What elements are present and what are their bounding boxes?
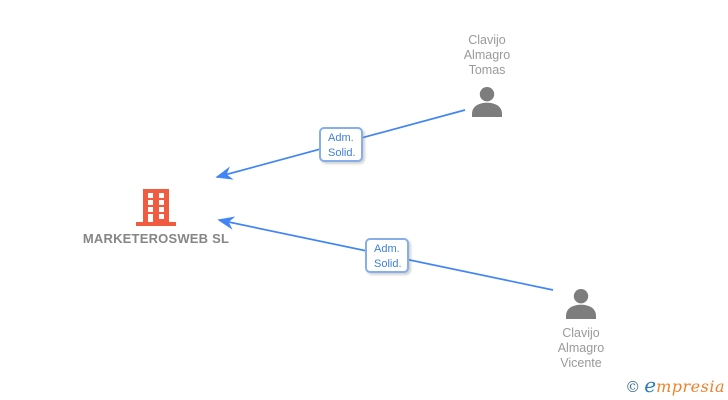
person-name-line: Tomas [468, 63, 506, 77]
empresia-logo[interactable]: ©empresia [625, 373, 725, 397]
person-node-tomas[interactable]: Clavijo Almagro Tomas [427, 33, 547, 117]
person-name-line: Vicente [560, 356, 602, 370]
company-name: MARKETEROSWEB SL [82, 231, 230, 246]
person-icon [472, 87, 502, 117]
relation-label-line: Adm. [328, 132, 354, 144]
person-name-line: Almagro [557, 341, 605, 355]
company-node[interactable]: MARKETEROSWEB SL [76, 189, 236, 246]
brand-initial: e [644, 373, 657, 397]
relation-label-bottom: Adm. Solid. [365, 238, 409, 273]
relation-label-line: Solid. [328, 147, 356, 159]
person-node-vicente[interactable]: Clavijo Almagro Vicente [521, 289, 641, 371]
person-name: Clavijo Almagro Tomas [464, 33, 511, 78]
brand-text: mpresia [656, 377, 725, 396]
person-icon [566, 289, 596, 319]
person-name-line: Almagro [463, 48, 511, 62]
relation-label-line: Solid. [374, 258, 402, 270]
person-name-line: Clavijo [562, 326, 600, 340]
relation-label-line: Adm. [374, 243, 400, 255]
person-name-line: Clavijo [468, 33, 506, 47]
relation-label-top: Adm. Solid. [319, 127, 363, 162]
copyright-icon: © [625, 378, 641, 396]
building-icon [136, 189, 176, 226]
person-name: Clavijo Almagro Vicente [558, 326, 605, 371]
